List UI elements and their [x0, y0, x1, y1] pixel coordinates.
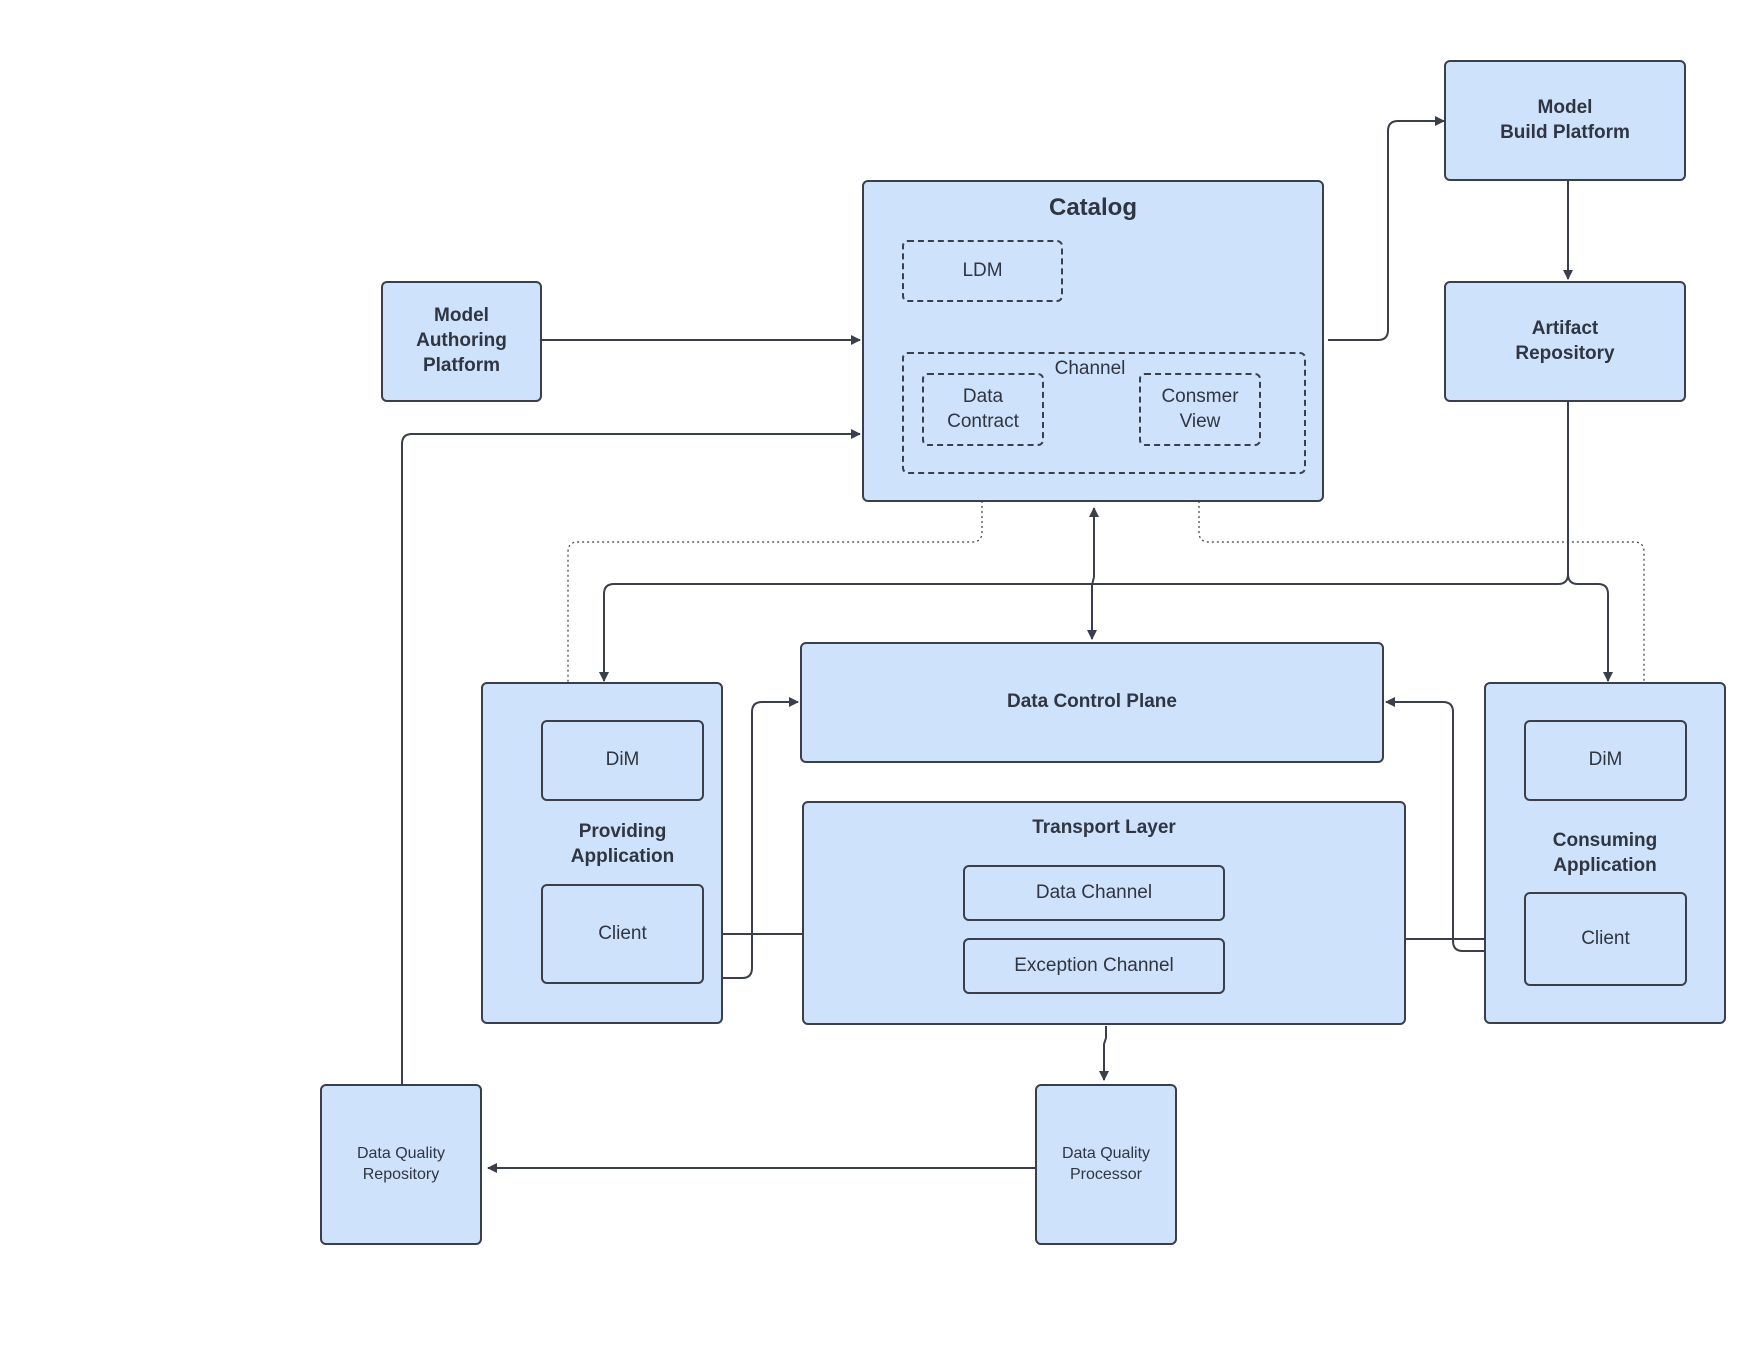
- arrow-contract-to-providing-dim: [563, 446, 983, 719]
- arrow-catalog-to-build: [1328, 116, 1445, 341]
- consumer-view-node[interactable]: Consmer View: [1139, 373, 1261, 446]
- ldm-node[interactable]: LDM: [902, 240, 1063, 302]
- arrow-consumer-to-control-plane: [1385, 697, 1523, 952]
- data-contract-node[interactable]: Data Contract: [922, 373, 1044, 446]
- arrow-dq-repo-to-catalog: [401, 429, 861, 1086]
- consuming-application-label: Consuming Application: [1552, 830, 1658, 876]
- arrow-artifact-to-consuming: [1567, 573, 1613, 682]
- data-control-plane[interactable]: Data Control Plane: [800, 642, 1384, 763]
- transport-layer-title: Transport Layer: [1032, 817, 1176, 838]
- exception-channel-node[interactable]: Exception Channel: [963, 938, 1225, 994]
- consuming-dim-node[interactable]: DiM: [1524, 720, 1687, 801]
- channel-group[interactable]: [902, 352, 1306, 474]
- data-channel-node[interactable]: Data Channel: [963, 865, 1225, 921]
- artifact-repository[interactable]: Artifact Repository: [1444, 281, 1686, 402]
- consuming-client-node[interactable]: Client: [1524, 892, 1687, 986]
- catalog[interactable]: [862, 180, 1324, 502]
- arrow-artifact-to-providing: [599, 401, 1569, 682]
- arrow-client-to-control-plane: [704, 697, 799, 979]
- catalog-title: Catalog: [1048, 194, 1137, 221]
- arrow-view-to-consuming-dim: [1198, 446, 1649, 719]
- model-build-platform[interactable]: Model Build Platform: [1444, 60, 1686, 181]
- providing-client-node[interactable]: Client: [541, 884, 704, 984]
- data-quality-repository[interactable]: Data Quality Repository: [320, 1084, 482, 1245]
- providing-application-label: Providing Application: [570, 821, 675, 867]
- channel-label: Channel: [1054, 358, 1126, 379]
- model-authoring-platform[interactable]: Model Authoring Platform: [381, 281, 542, 402]
- providing-dim-node[interactable]: DiM: [541, 720, 704, 801]
- arrow-transport-to-dq-processor: [1099, 1026, 1109, 1081]
- data-quality-processor[interactable]: Data Quality Processor: [1035, 1084, 1177, 1245]
